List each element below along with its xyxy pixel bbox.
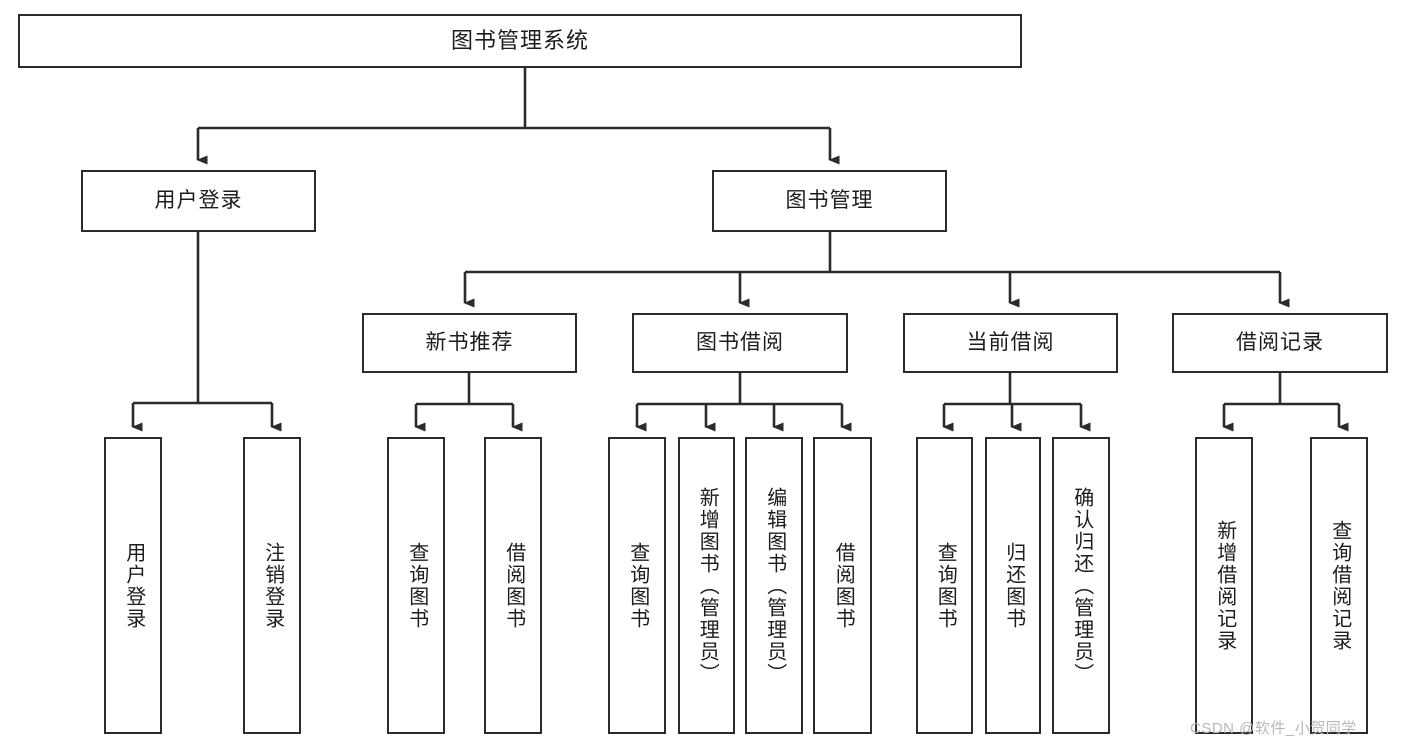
node-root-system[interactable]: 图书管理系统 (18, 14, 1022, 68)
node-new-book-recommend[interactable]: 新书推荐 (362, 313, 577, 373)
node-book-management[interactable]: 图书管理 (712, 170, 947, 232)
node-label: 查询图书 (626, 541, 649, 630)
node-label: 新增图书（管理员） (696, 486, 719, 685)
leaf-book-borrow-borrow[interactable]: 借阅图书 (813, 437, 872, 734)
node-label: 借阅记录 (1236, 330, 1324, 354)
leaf-book-borrow-add[interactable]: 新增图书（管理员） (678, 437, 735, 734)
leaf-current-borrow-query[interactable]: 查询图书 (916, 437, 973, 734)
leaf-new-book-borrow[interactable]: 借阅图书 (484, 437, 542, 734)
node-label: 新增借阅记录 (1213, 519, 1236, 652)
node-label: 借阅图书 (832, 541, 855, 630)
node-label: 图书借阅 (696, 330, 784, 354)
node-label: 归还图书 (1002, 541, 1025, 630)
leaf-user-login-login[interactable]: 用户登录 (104, 437, 162, 734)
node-label: 图书管理 (785, 188, 874, 212)
node-label: 编辑图书（管理员） (763, 486, 786, 685)
node-book-borrow[interactable]: 图书借阅 (632, 313, 848, 373)
node-label: 图书管理系统 (450, 28, 589, 54)
leaf-new-book-query[interactable]: 查询图书 (387, 437, 445, 734)
node-label: 用户登录 (154, 188, 243, 212)
node-label: 确认归还（管理员） (1070, 486, 1093, 685)
node-user-login[interactable]: 用户登录 (81, 170, 316, 232)
csdn-watermark: CSDN @软件_小贺同学 (1190, 720, 1357, 737)
node-label: 当前借阅 (966, 330, 1055, 354)
leaf-current-borrow-confirm-return[interactable]: 确认归还（管理员） (1052, 437, 1110, 734)
node-current-borrow[interactable]: 当前借阅 (903, 313, 1118, 373)
node-label: 新书推荐 (425, 330, 514, 354)
node-label: 查询图书 (405, 541, 428, 630)
leaf-book-borrow-edit[interactable]: 编辑图书（管理员） (745, 437, 803, 734)
node-label: 查询图书 (934, 541, 957, 630)
node-label: 借阅图书 (502, 541, 525, 630)
node-label: 用户登录 (122, 541, 145, 630)
leaf-borrow-record-add[interactable]: 新增借阅记录 (1195, 437, 1253, 734)
leaf-user-login-logout[interactable]: 注销登录 (243, 437, 301, 734)
node-label: 查询借阅记录 (1328, 519, 1351, 652)
leaf-book-borrow-query[interactable]: 查询图书 (608, 437, 666, 734)
leaf-borrow-record-query[interactable]: 查询借阅记录 (1310, 437, 1368, 734)
node-borrow-record[interactable]: 借阅记录 (1172, 313, 1388, 373)
node-label: 注销登录 (261, 541, 284, 630)
leaf-current-borrow-return[interactable]: 归还图书 (985, 437, 1041, 734)
